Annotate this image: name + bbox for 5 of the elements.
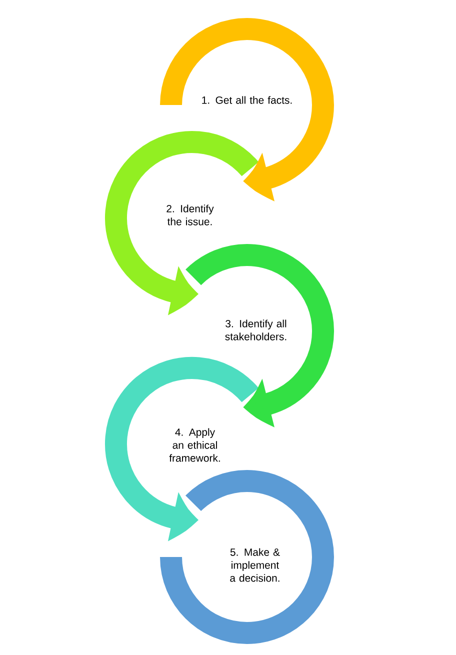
step-label: 3. Identify all stakeholders.: [225, 320, 286, 340]
step-label: 1. Get all the facts.: [202, 96, 292, 104]
step-label: 5. Make & implement a decision.: [230, 548, 280, 582]
step-label: 2. Identify the issue.: [166, 204, 214, 226]
step-label: 4. Apply an ethical framework.: [169, 428, 220, 462]
